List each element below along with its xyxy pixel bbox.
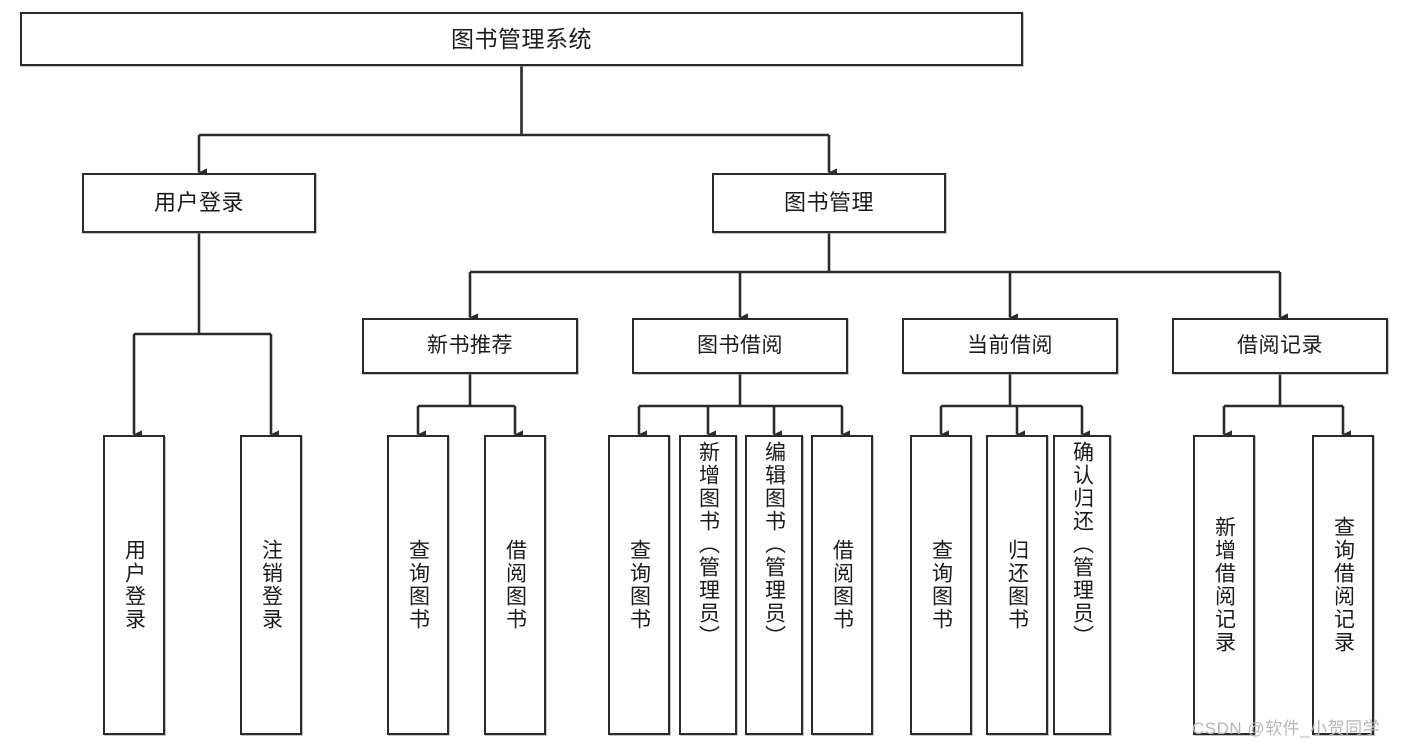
node-leaf-query-record[interactable]: 查询借阅记录: [1312, 435, 1374, 735]
node-leaf-borrow-book[interactable]: 借阅图书: [811, 435, 873, 735]
node-book-manage[interactable]: 图书管理: [712, 173, 946, 233]
node-label: 新书推荐: [427, 333, 513, 357]
node-label: 图书管理系统: [451, 25, 592, 52]
node-borrow-record[interactable]: 借阅记录: [1172, 318, 1388, 374]
node-label: 注销登录: [259, 539, 283, 631]
node-label: 确认归还（管理员）: [1070, 441, 1094, 648]
node-label: 查询图书: [929, 539, 953, 631]
csdn-watermark: CSDN @软件_小贺同学: [1192, 719, 1381, 738]
node-label: 编辑图书（管理员）: [762, 441, 786, 648]
node-user-login[interactable]: 用户登录: [82, 173, 316, 233]
node-label: 当前借阅: [967, 333, 1053, 357]
node-leaf-edit-book[interactable]: 编辑图书（管理员）: [745, 435, 803, 735]
node-label: 借阅记录: [1237, 333, 1323, 357]
node-leaf-query-book[interactable]: 查询图书: [608, 435, 670, 735]
node-label: 归还图书: [1005, 539, 1029, 631]
node-book-borrow[interactable]: 图书借阅: [632, 318, 848, 374]
node-label: 图书管理: [783, 190, 874, 216]
node-leaf-user-login[interactable]: 用户登录: [103, 435, 165, 735]
node-label: 图书借阅: [697, 333, 783, 357]
node-leaf-add-book[interactable]: 新增图书（管理员）: [679, 435, 737, 735]
node-leaf-user-logout[interactable]: 注销登录: [240, 435, 302, 735]
node-root[interactable]: 图书管理系统: [20, 12, 1023, 66]
node-leaf-query-current[interactable]: 查询图书: [910, 435, 972, 735]
node-leaf-query-book-rec[interactable]: 查询图书: [387, 435, 449, 735]
node-label: 查询图书: [627, 539, 651, 631]
node-leaf-confirm-return[interactable]: 确认归还（管理员）: [1053, 435, 1111, 735]
node-leaf-add-record[interactable]: 新增借阅记录: [1193, 435, 1255, 735]
node-label: 用户登录: [122, 539, 146, 631]
node-label: 查询图书: [406, 539, 430, 631]
node-label: 用户登录: [153, 190, 244, 216]
node-label: 新增图书（管理员）: [696, 441, 720, 648]
node-leaf-borrow-book-rec[interactable]: 借阅图书: [484, 435, 546, 735]
node-leaf-return-book[interactable]: 归还图书: [986, 435, 1048, 735]
node-label: 借阅图书: [503, 539, 527, 631]
node-current-borrow[interactable]: 当前借阅: [902, 318, 1118, 374]
node-label: 新增借阅记录: [1212, 516, 1236, 654]
node-label: 查询借阅记录: [1331, 516, 1355, 654]
node-label: 借阅图书: [830, 539, 854, 631]
node-new-book-rec[interactable]: 新书推荐: [362, 318, 578, 374]
